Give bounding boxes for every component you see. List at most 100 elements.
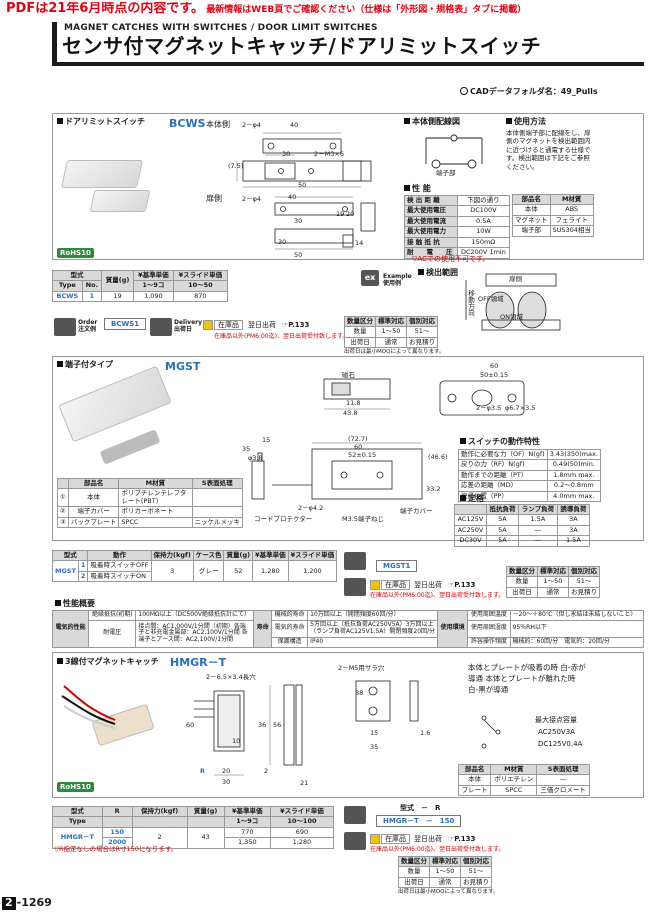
bcws-section-label: ドアリミットスイッチ	[57, 117, 145, 126]
mgst-parts-cell: 本体	[67, 488, 120, 508]
mgst-ship-note: 在庫品以外(PM6:00迄)、翌日出荷受付致します。	[370, 592, 505, 599]
bcws-page-ref[interactable]: ☞P.133	[282, 321, 310, 329]
mgst-label-protector: コードプロテクター	[254, 515, 313, 523]
mgst-price-table: 型式 動作 保持力(kgf) ケース色 質量(g) ¥基準単価 ¥スライド単価 …	[51, 549, 338, 583]
bcws-spec-cell: 0.5A	[456, 215, 511, 228]
bcws-photo-body	[61, 160, 143, 188]
hmgr-qty-cell: お見積り	[460, 876, 492, 889]
mgst-switch-row: 動作に必要な力（OF）N(gf)3.43(350)max.	[458, 448, 601, 461]
bcws-spec-cell: 最大使用電力	[404, 226, 458, 238]
bcws-price-sub: No.	[81, 280, 103, 292]
mgst-parts-cell: ポリブチレンテレフタレート(PBT)	[118, 488, 193, 508]
hmgr-contact-dc: DC125V0.4A	[538, 740, 583, 748]
hmgr-page-ref[interactable]: ☞P.133	[448, 835, 476, 843]
hmgr-price-r: 150	[101, 826, 133, 839]
hmgr-qty-h: 標準対応	[429, 855, 461, 868]
mgst-dim-438: 43.8	[343, 409, 358, 417]
bcws-price-table: 型式 質量(g) ¥基準単価 ¥スライド単価 Type No. 1～9コ 10～…	[51, 269, 229, 303]
cad-folder-label: CADデータフォルダ名：49_Pulls	[470, 87, 598, 96]
mgst-price-no: 2	[77, 570, 89, 583]
bcws-spec-cell: 最大使用電圧	[404, 205, 458, 217]
bcws-dim-30: 30	[282, 150, 291, 158]
hmgr-dim-slot: 2－6.5×3.4長穴	[206, 673, 256, 681]
bcws-price-sub: 1～9コ	[133, 280, 174, 292]
hmgr-mat-h: M材質	[490, 763, 538, 776]
page-number: 2-1269	[2, 896, 52, 910]
bcws-qty-cell: 通常	[375, 336, 407, 349]
hmgr-qty-cell: 51～	[460, 866, 492, 878]
bcws-section	[52, 113, 644, 260]
mgst-rating-cell: 3A	[556, 524, 591, 537]
mgst-price-color: グレー	[192, 560, 225, 583]
mgst-switch-table: 動作に必要な力（OF）N(gf)3.43(350)max.戻りの力（RF）N(g…	[458, 448, 601, 503]
bcws-view-body: 本体側	[206, 120, 230, 129]
bcws-mat-cell: ABS	[549, 204, 594, 216]
mgst-label-hole: 2－φ3.5	[476, 404, 502, 412]
mgst-label-counter: φ6.7×3.5	[505, 404, 536, 412]
mgst-stock: 在庫品	[381, 580, 410, 591]
hmgr-price-slide: 1,280	[269, 837, 335, 849]
bcws-wiring-diagram	[425, 134, 483, 169]
page-title: センサ付マグネットキャッチ/ドアリミットスイッチ	[62, 34, 542, 58]
mgst-dim-15: 15	[262, 436, 271, 444]
hmgr-price-h: ¥基準単価	[223, 805, 271, 818]
bcws-dim-75: (7.5)	[228, 162, 244, 170]
mgst-switch-cell: 1.8mm max.	[546, 469, 601, 482]
mgst-page-ref[interactable]: ☞P.133	[448, 581, 476, 589]
example-icon: ex	[361, 270, 379, 286]
bcws-qty-cell: 数量	[344, 326, 376, 338]
mgst-price-h: 質量(g)	[223, 549, 254, 562]
mgst-switch-cell: 動作までの距離（PT）	[458, 469, 548, 482]
hmgr-dim-16: 1.6	[420, 729, 431, 737]
hmgr-section	[52, 652, 644, 798]
pdf-notice-main: PDFは21年6月時点の内容です。	[6, 2, 205, 16]
bcws-detect-door: 扉側	[509, 275, 522, 283]
hmgr-dim-38: 38	[355, 689, 364, 697]
mgst-qty-h: 個別対応	[568, 565, 600, 578]
hmgr-dim-21: 21	[300, 779, 309, 787]
bcws-code: BCWS	[169, 117, 206, 130]
bcws-photo-door	[89, 190, 151, 212]
cad-folder[interactable]: CADデータフォルダ名：49_Pulls	[460, 87, 598, 96]
bcws-dim-50: 50	[298, 181, 307, 189]
hmgr-mat-cell: SPCC	[490, 784, 538, 797]
hmgr-mat-h: 部品名	[457, 763, 492, 776]
perf-elec-v: 5万回以上（抵抗負荷AC250V5A）3万回以上（ランプ負荷AC125V1.5A…	[307, 620, 439, 638]
bcws-spec-cell: 接 触 抵 抗	[404, 236, 458, 249]
perf-table: 電気的性能 絶縁抵抗(初期) 100MΩ以上（DC500V絶縁抵抗計にて） 寿命…	[51, 610, 645, 648]
bcws-rohs-badge: RoHS10	[57, 248, 94, 259]
hmgr-order-code: HMGR－T － 150	[376, 815, 462, 828]
mgst-price-mass: 52	[223, 560, 254, 583]
mgst-price-h: 保持力(kgf)	[150, 549, 194, 562]
mgst-stock-icon	[370, 580, 380, 590]
bcws-dim-hole2: 2－φ4	[242, 195, 262, 203]
perf-title: 性能概要	[55, 599, 95, 608]
perf-electrical: 電気的性能	[51, 610, 90, 648]
mgst-rating-title: 定格	[460, 494, 484, 503]
bcws-dim-50b: 50	[294, 251, 303, 259]
perf-insulation: 絶縁抵抗(初期)	[88, 610, 137, 621]
hmgr-price-table: 型式 R 保持力(kgf) 質量(g) ¥基準単価 ¥スライド単価 Type 1…	[52, 805, 335, 849]
mgst-rating-h: ランプ負荷	[518, 503, 558, 516]
bcws-spec-cell: 10W	[456, 226, 511, 238]
mgst-switch-cell: 3.43(350)max.	[546, 448, 601, 461]
chapter-number: 2	[2, 896, 16, 910]
bcws-mat-cell: 本体	[512, 204, 551, 216]
bcws-dim-14: 14	[355, 239, 364, 247]
bcws-spec-row: 検 出 距 離下図の通り	[404, 194, 511, 207]
hmgr-mat-cell: 三価クロメート	[536, 784, 590, 797]
bcws-ship: 翌日出荷	[248, 321, 276, 329]
mgst-rating-h: 抵抗負荷	[485, 503, 520, 516]
mgst-parts-h-num	[57, 477, 69, 490]
perf-mech-v: 10万回以上（開閉頻度60回/分）	[307, 610, 439, 621]
bcws-spec-title: 性 能	[404, 184, 431, 193]
page-subtitle: MAGNET CATCHES WITH SWITCHES / DOOR LIMI…	[64, 23, 378, 33]
bcws-spec-cell: DC200V 1min	[456, 247, 511, 259]
hmgr-price-slide: 690	[269, 826, 335, 839]
mgst-rating-cell: 1.5A	[518, 514, 558, 526]
bcws-page-ref-text: P.133	[288, 321, 310, 329]
